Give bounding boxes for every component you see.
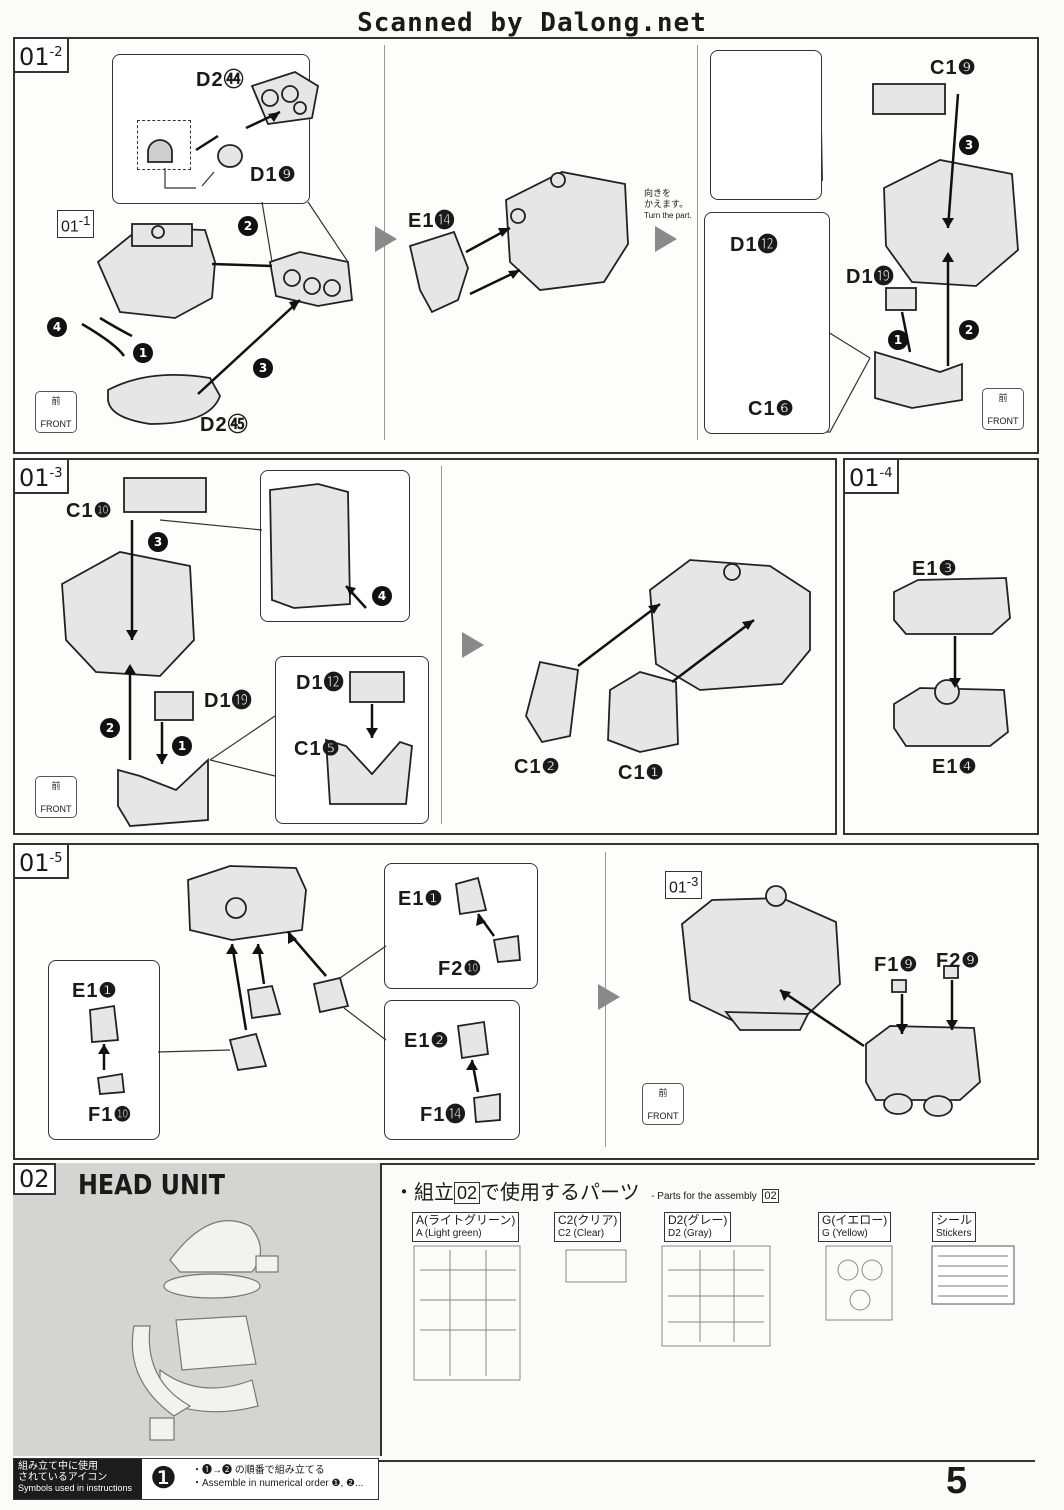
page-number: 5 <box>946 1460 968 1502</box>
part-label: E1❶ <box>398 888 444 910</box>
turn-note: 向きをかえます。Turn the part. <box>644 188 692 220</box>
svg-text:4: 4 <box>53 320 61 334</box>
parts-header-num: 02 <box>454 1182 481 1204</box>
part-label: D1⓳ <box>204 690 253 712</box>
part-label: F1❿ <box>88 1104 133 1126</box>
step-01-2-tag: 01-2 <box>13 37 69 73</box>
part-label: F2❿ <box>438 958 483 980</box>
part-label: E1❷ <box>404 1030 450 1052</box>
step-01-5-tag: 01-5 <box>13 843 69 879</box>
flow-arrow <box>375 226 397 252</box>
part-label: E1❶ <box>72 980 118 1002</box>
numbered-step-icon: ❶ <box>150 1462 177 1495</box>
svg-text:3: 3 <box>154 535 162 549</box>
ref-tag-01-1: 01-1 <box>57 210 95 239</box>
step-01-4-tag: 01-4 <box>843 458 899 494</box>
legend-desc: ・❶→❷ の順番で組み立てる・Assemble in numerical ord… <box>192 1465 364 1489</box>
divider <box>697 45 698 440</box>
part-label: F1⓮ <box>420 1104 467 1126</box>
svg-text:2: 2 <box>106 721 114 735</box>
part-label: F2❾ <box>936 950 981 972</box>
part-label: C1❶ <box>618 762 665 784</box>
detail-bubble-right-bottom <box>704 212 830 434</box>
head-unit-number: 02 <box>13 1163 56 1195</box>
svg-text:1: 1 <box>139 346 147 360</box>
watermark: Scanned by Dalong.net <box>0 8 1064 41</box>
runner-label-c2: C2(クリア)C2 (Clear) <box>554 1212 622 1242</box>
part-label: D1⓬ <box>730 234 779 256</box>
part-label: F1❾ <box>874 954 919 976</box>
runner-label-a: A(ライトグリーン)A (Light green) <box>412 1212 520 1242</box>
divider <box>441 466 442 824</box>
svg-text:3: 3 <box>965 138 973 152</box>
flow-arrow <box>598 984 620 1010</box>
svg-text:4: 4 <box>378 589 386 603</box>
part-label: C1❺ <box>294 738 341 760</box>
step-01-4-panel: 01-4 <box>843 458 1039 835</box>
head-unit-section <box>13 1163 1035 1462</box>
part-label: D1⓬ <box>296 672 345 694</box>
flow-arrow <box>655 226 677 252</box>
part-label: E1⓮ <box>408 210 456 232</box>
part-label: D2㊹ <box>196 69 245 91</box>
part-label: C1❿ <box>66 500 113 522</box>
part-label: E1❹ <box>932 756 978 778</box>
part-label: D1⓳ <box>846 266 895 288</box>
svg-text:2: 2 <box>244 219 252 233</box>
runner-label-d2: D2(グレー)D2 (Gray) <box>664 1212 732 1242</box>
svg-text:2: 2 <box>965 323 973 337</box>
ref-tag-01-3: 01-3 <box>665 871 703 900</box>
step-01-3-tag: 01-3 <box>13 458 69 494</box>
part-label: E1❸ <box>912 558 958 580</box>
part-label: D1❾ <box>250 164 297 186</box>
svg-text:3: 3 <box>259 361 267 375</box>
part-label: C1❾ <box>930 57 977 79</box>
head-unit-title: HEAD UNIT <box>78 1168 225 1201</box>
runner-label-g: G(イエロー)G (Yellow) <box>818 1212 892 1242</box>
head-unit-image <box>13 1163 382 1456</box>
part-label: C1❷ <box>514 756 561 778</box>
flow-arrow <box>462 632 484 658</box>
watermark-text: Scanned by Dalong.net <box>357 8 707 41</box>
svg-text:1: 1 <box>178 739 186 753</box>
detail-bubble-right <box>710 50 822 200</box>
part-label: C1❻ <box>748 398 795 420</box>
svg-text:1: 1 <box>894 333 902 347</box>
part-label: D2㊺ <box>200 414 249 436</box>
